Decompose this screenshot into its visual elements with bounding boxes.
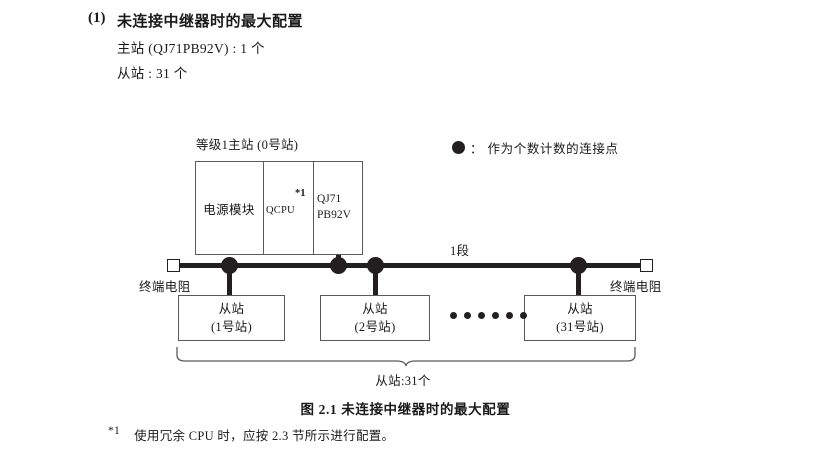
heading-number: (1) — [88, 10, 106, 26]
rack-cell-network-module: QJ71 PB92V — [313, 161, 363, 255]
slave-drop-line — [227, 268, 232, 296]
figure-caption-wrap: 图 2.1 未连接中继器时的最大配置 — [0, 398, 821, 418]
footnote-text: 使用冗余 CPU 时，应按 2.3 节所示进行配置。 — [134, 429, 395, 443]
connection-node — [330, 257, 347, 274]
rack-divider-2 — [313, 161, 314, 255]
connection-node — [367, 257, 384, 274]
slave-count-brace — [176, 347, 636, 367]
legend-label: 作为个数计数的连接点 — [487, 142, 619, 156]
slave-name: 从站 — [218, 301, 245, 316]
terminator-left-label: 终端电阻 — [139, 280, 191, 294]
footnote: *1 使用冗余 CPU 时，应按 2.3 节所示进行配置。 — [108, 425, 394, 444]
ellipsis-dot — [520, 312, 527, 319]
qcpu-footnote-mark: *1 — [295, 188, 306, 199]
legend-colon: ： — [470, 142, 483, 156]
slave-station-number: (1号站) — [210, 320, 253, 334]
brace-label-wrap: 从站:31个 — [0, 370, 821, 389]
slave-station-number: (2号站) — [354, 320, 396, 334]
slave-station-box: 从站 (31号站) — [524, 295, 636, 341]
ellipsis-dot — [492, 312, 499, 319]
slave-station-box: 从站 (2号站) — [320, 295, 430, 341]
rack-cell-power-module: 电源模块 — [203, 202, 255, 217]
slave-drop-line — [576, 268, 581, 296]
slave-station-box: 从站 (1号站) — [178, 295, 285, 341]
master-rack-outline — [195, 161, 363, 255]
rack-divider-1 — [263, 161, 264, 255]
connection-node — [221, 257, 238, 274]
ellipsis-dots — [450, 312, 527, 319]
ellipsis-dot — [478, 312, 485, 319]
ellipsis-dot — [450, 312, 457, 319]
page-title: 未连接中继器时的最大配置 — [117, 14, 304, 30]
slave-name: 从站 — [567, 301, 593, 316]
terminator-right-icon — [640, 259, 653, 272]
rack-label: 等级1主站 (0号站) — [196, 138, 299, 152]
legend: ： 作为个数计数的连接点 — [452, 138, 619, 157]
bus-line — [177, 263, 647, 268]
filled-circle-icon — [452, 141, 465, 154]
slave-station-number: (31号站) — [556, 320, 604, 334]
spec-master-line: 主站 (QJ71PB92V) : 1 个 — [117, 41, 265, 56]
footnote-mark: *1 — [108, 425, 121, 437]
network-module-line1: QJ71 — [317, 193, 342, 206]
terminator-left-icon — [167, 259, 180, 272]
qcpu-label: QCPU — [266, 205, 295, 216]
figure-caption: 图 2.1 未连接中继器时的最大配置 — [300, 402, 511, 417]
terminator-right-label: 终端电阻 — [610, 280, 662, 294]
rack-cell-qcpu: QCPU *1 — [263, 161, 313, 255]
slave-name: 从站 — [362, 301, 388, 316]
brace-label: 从站:31个 — [375, 374, 431, 388]
network-module-line2: PB92V — [317, 209, 351, 221]
ellipsis-dot — [506, 312, 513, 319]
connection-node — [570, 257, 587, 274]
slave-drop-line — [373, 268, 378, 296]
spec-slave-line: 从站 : 31 个 — [117, 66, 188, 81]
ellipsis-dot — [464, 312, 471, 319]
segment-label: 1段 — [450, 244, 470, 258]
